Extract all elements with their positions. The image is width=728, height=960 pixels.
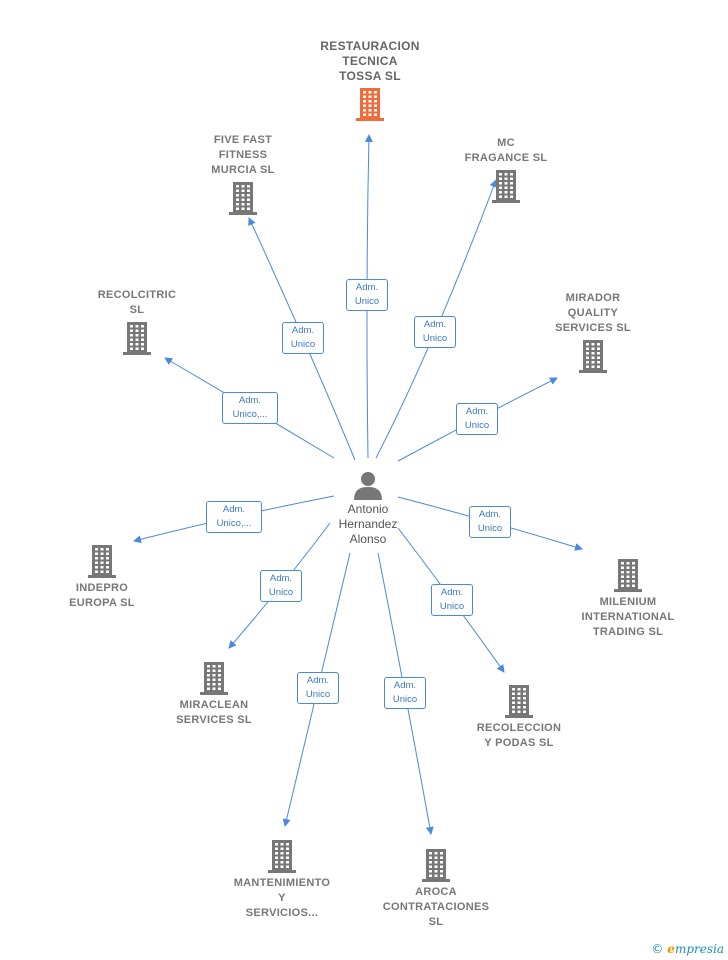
company-recolcitric[interactable]: RECOLCITRIC SL [62, 288, 212, 358]
relation-label-recoleccion[interactable]: Adm. Unico [431, 584, 473, 616]
brand-letter: e [667, 942, 675, 956]
company-name: RECOLECCION Y PODAS SL [476, 722, 562, 749]
company-mantenimiento[interactable]: MANTENIMIENTO Y SERVICIOS... [207, 836, 357, 921]
company-indepro[interactable]: INDEPRO EUROPA SL [27, 541, 177, 611]
company-name: MILENIUM INTERNATIONAL TRADING SL [581, 596, 675, 638]
building-icon [579, 340, 607, 373]
relation-label-mc-fragance[interactable]: Adm. Unico [414, 316, 456, 348]
relation-label-recolcitric[interactable]: Adm. Unico,... [222, 392, 278, 424]
company-name: RECOLCITRIC SL [97, 289, 177, 316]
company-mc-fragance[interactable]: MC FRAGANCE SL [431, 136, 581, 206]
brand-logo: ©empresia [651, 942, 724, 956]
building-icon [229, 182, 257, 215]
company-recoleccion[interactable]: RECOLECCION Y PODAS SL [444, 681, 594, 751]
company-name: MANTENIMIENTO Y SERVICIOS... [233, 877, 331, 919]
relation-label-mirador[interactable]: Adm. Unico [456, 403, 498, 435]
building-icon [200, 662, 228, 695]
relation-label-milenium[interactable]: Adm. Unico [469, 506, 511, 538]
company-milenium[interactable]: MILENIUM INTERNATIONAL TRADING SL [553, 555, 703, 640]
company-name: MC FRAGANCE SL [464, 137, 548, 164]
center-person[interactable]: Antonio Hernandez Alonso [318, 470, 418, 547]
relation-label-mantenimiento[interactable]: Adm. Unico [297, 672, 339, 704]
building-icon [492, 170, 520, 203]
company-name: FIVE FAST FITNESS MURCIA SL [211, 134, 275, 176]
relation-label-five-fast[interactable]: Adm. Unico [282, 322, 324, 354]
building-icon [356, 88, 384, 121]
relation-label-indepro[interactable]: Adm. Unico,... [206, 501, 262, 533]
company-name: INDEPRO EUROPA SL [69, 582, 135, 609]
company-name: RESTAURACION TECNICA TOSSA SL [320, 39, 420, 83]
copyright-icon: © [651, 942, 664, 956]
brand-name: mpresia [674, 942, 724, 956]
relation-label-miraclean[interactable]: Adm. Unico [260, 570, 302, 602]
company-name: MIRADOR QUALITY SERVICES SL [555, 292, 631, 334]
building-icon [422, 849, 450, 882]
company-aroca[interactable]: AROCA CONTRATACIONES SL [361, 845, 511, 930]
center-person-name: Antonio Hernandez Alonso [338, 502, 398, 546]
company-mirador[interactable]: MIRADOR QUALITY SERVICES SL [518, 291, 668, 376]
building-icon [614, 559, 642, 592]
company-name: MIRACLEAN SERVICES SL [176, 699, 252, 726]
building-icon [88, 545, 116, 578]
relation-label-restauracion[interactable]: Adm. Unico [346, 279, 388, 311]
company-name: AROCA CONTRATACIONES SL [382, 886, 490, 928]
building-icon [505, 685, 533, 718]
company-restauracion[interactable]: RESTAURACION TECNICA TOSSA SL [295, 39, 445, 124]
person-icon [354, 472, 382, 500]
company-miraclean[interactable]: MIRACLEAN SERVICES SL [139, 658, 289, 728]
company-five-fast[interactable]: FIVE FAST FITNESS MURCIA SL [168, 133, 318, 218]
building-icon [268, 840, 296, 873]
building-icon [123, 322, 151, 355]
relation-label-aroca[interactable]: Adm. Unico [384, 677, 426, 709]
